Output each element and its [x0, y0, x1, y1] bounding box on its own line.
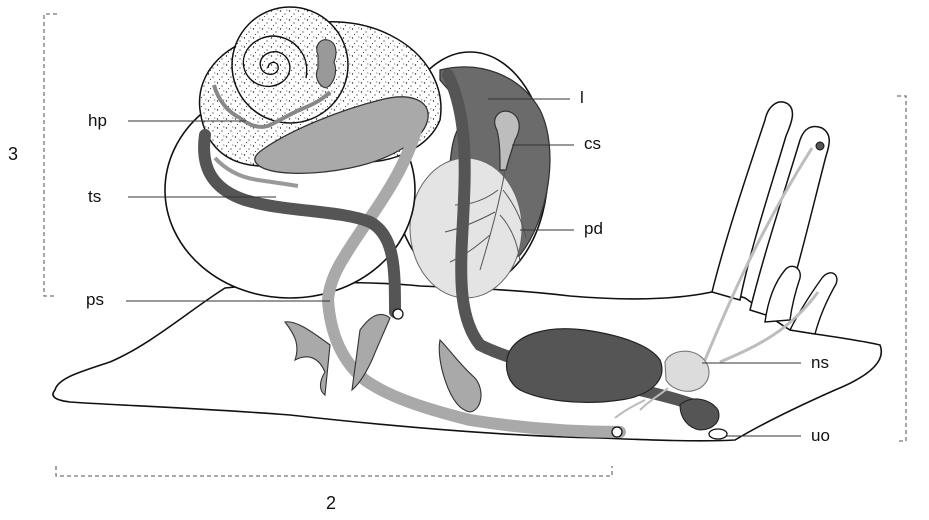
label-ts: ts — [88, 188, 101, 205]
genital-pore — [612, 427, 622, 437]
anus — [393, 309, 403, 319]
label-hp: hp — [88, 112, 107, 129]
label-l: l — [580, 89, 584, 106]
height-bracket-left — [44, 14, 57, 296]
label-ns: ns — [811, 354, 829, 371]
eye-spot-right — [816, 142, 824, 150]
height-bracket-right — [897, 96, 906, 441]
label-cs: cs — [584, 135, 601, 152]
label-ps: ps — [86, 291, 104, 308]
digestive-gland-lobe — [316, 40, 336, 88]
label-pd: pd — [584, 220, 603, 237]
height-marker-label: 3 — [8, 145, 18, 163]
length-bracket-bottom — [56, 466, 612, 476]
length-marker-label: 2 — [326, 494, 336, 512]
label-uo: uo — [811, 427, 830, 444]
mouth-opening — [709, 429, 727, 439]
